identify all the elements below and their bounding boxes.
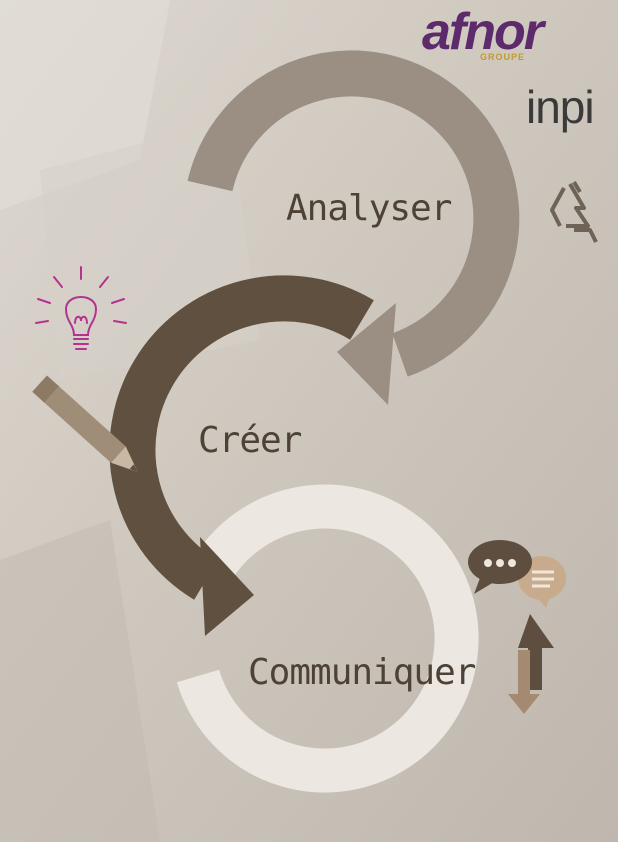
- step-label-creer: Créer: [198, 420, 302, 461]
- afnor-logo: afnor: [422, 3, 544, 61]
- chat-bubbles-icon: [468, 540, 566, 608]
- analyser-arc: [187, 50, 520, 377]
- creer-arc: [109, 275, 374, 600]
- communiquer-arc: [176, 484, 479, 793]
- pencil-icon: [32, 375, 138, 472]
- inpi-logo: inpi: [526, 81, 595, 133]
- lightbulb-icon: [35, 266, 127, 350]
- exchange-arrows-icon: [508, 614, 554, 714]
- analyser-arrowhead: [337, 303, 396, 405]
- afnor-logo-subtitle: GROUPE: [480, 52, 526, 62]
- step-label-analyser: Analyser: [286, 188, 452, 229]
- creer-arrowhead: [200, 537, 254, 636]
- background-shape: [0, 520, 160, 842]
- step-label-communiquer: Communiquer: [248, 652, 476, 693]
- recycle-icon: [550, 180, 598, 243]
